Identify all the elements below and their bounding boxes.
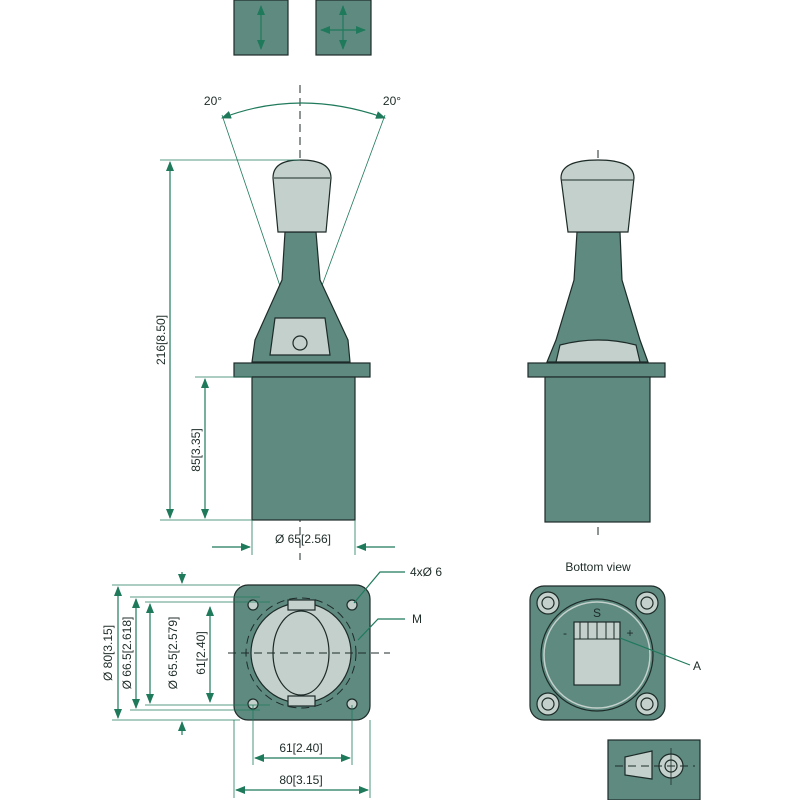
bottom-view <box>529 585 691 721</box>
mounting-view <box>228 584 390 721</box>
side-view <box>221 85 386 560</box>
label-minus: - <box>563 626 567 640</box>
label-holes: 4xØ 6 <box>410 565 442 579</box>
dim-housing-diameter: Ø 65[2.56] <box>275 532 331 546</box>
dim-hole-spacing-horizontal: 61[2.40] <box>279 741 322 755</box>
connector-detail-icon <box>607 739 701 800</box>
dim-total-height: 216[8.50] <box>154 315 168 365</box>
angle-label-left: 20° <box>204 94 222 108</box>
label-plus: + <box>626 626 633 640</box>
dim-diameter-66-5: Ø 66.5[2.618] <box>120 617 134 690</box>
label-a: A <box>693 659 701 673</box>
single-axis-motion-icon <box>233 0 289 56</box>
dim-diameter-65-5: Ø 65.5[2.579] <box>166 617 180 690</box>
angle-label-right: 20° <box>383 94 401 108</box>
front-view <box>527 150 666 540</box>
dim-flange-diameter: Ø 80[3.15] <box>101 625 115 681</box>
label-s: S <box>593 606 601 620</box>
label-m: M <box>412 612 422 626</box>
dual-axis-motion-icon <box>315 0 372 56</box>
dim-hole-spacing-vertical: 61[2.40] <box>194 631 208 674</box>
bottom-view-title: Bottom view <box>565 560 631 574</box>
dim-flange-width: 80[3.15] <box>279 773 322 787</box>
dim-housing-height: 85[3.35] <box>189 428 203 471</box>
